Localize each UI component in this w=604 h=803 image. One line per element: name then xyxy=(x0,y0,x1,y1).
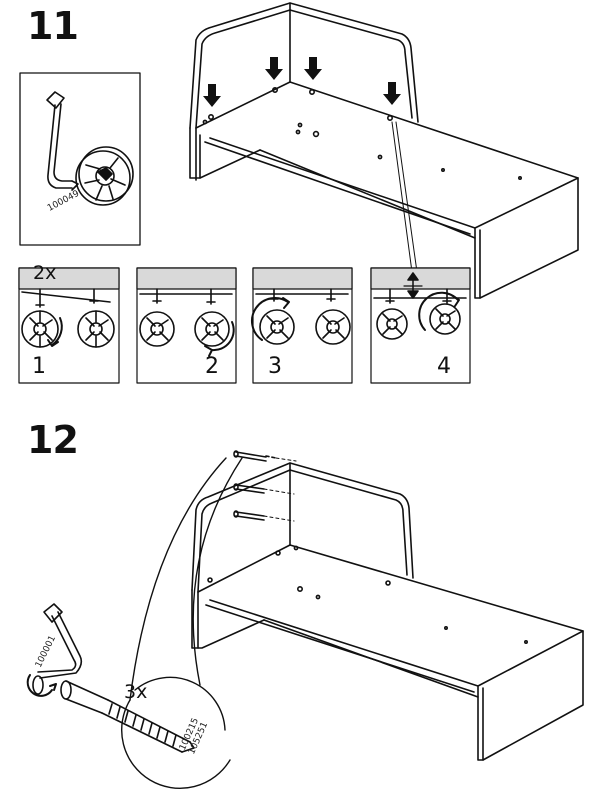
panel-1-label: 1 xyxy=(32,354,46,379)
tool-box xyxy=(19,72,141,246)
panel-4 xyxy=(370,267,471,384)
insert-arrows xyxy=(203,57,401,107)
screws-top xyxy=(233,450,297,522)
screw-quantity: 3x xyxy=(124,681,148,703)
panel-3-label: 3 xyxy=(268,354,282,379)
panels-quantity: 2x xyxy=(33,262,57,284)
allen-key-icon xyxy=(46,91,79,191)
step-11-number: 11 xyxy=(27,4,79,48)
sofa-frame-step-11 xyxy=(189,2,579,299)
panel-1 xyxy=(18,267,120,384)
screw-closeup xyxy=(60,680,195,753)
cam-lock-icon xyxy=(75,146,134,206)
step-12-number: 12 xyxy=(27,418,79,462)
panel-3 xyxy=(250,267,353,384)
panel-4-label: 4 xyxy=(437,354,451,379)
panel-2-label: 2 xyxy=(205,354,219,379)
panel-2 xyxy=(136,267,237,384)
allen-key-icon-step-12 xyxy=(26,603,83,697)
sofa-frame-step-12 xyxy=(191,462,584,761)
